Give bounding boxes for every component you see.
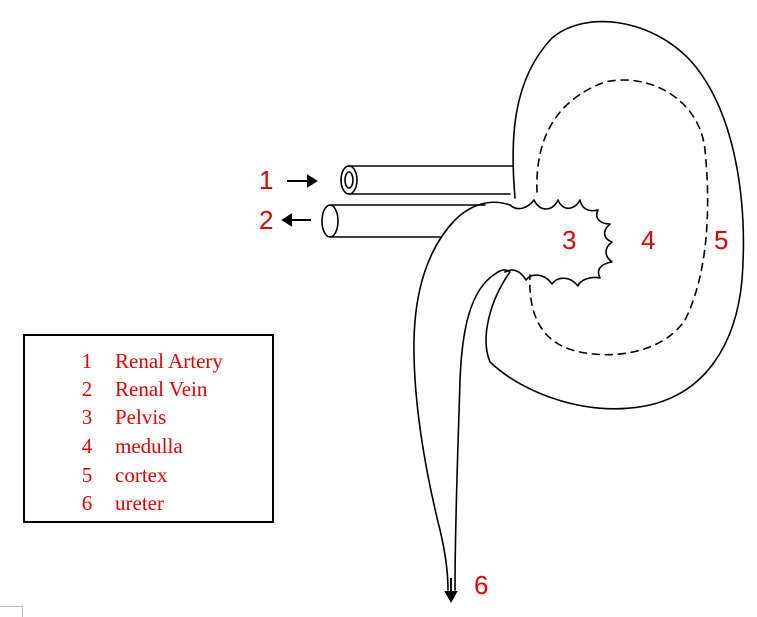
- label-1: 1: [259, 167, 273, 193]
- legend-box: 1 Renal Artery 2 Renal Vein 3 Pelvis 4 m…: [23, 334, 274, 523]
- legend-number: 4: [78, 432, 96, 461]
- label-5: 5: [714, 227, 728, 253]
- renal-vein: [322, 205, 485, 237]
- arrow-right-icon: [287, 176, 316, 186]
- legend-text: Pelvis: [115, 403, 166, 432]
- medulla-boundary: [530, 80, 708, 355]
- legend-text: ureter: [115, 489, 164, 518]
- legend-number: 2: [78, 375, 96, 404]
- label-3: 3: [562, 227, 576, 253]
- legend-number: 1: [78, 347, 96, 376]
- label-4: 4: [641, 227, 655, 253]
- label-2: 2: [259, 207, 273, 233]
- page-corner-mark: [0, 606, 23, 617]
- arrow-left-icon: [283, 215, 311, 225]
- legend-text: cortex: [115, 461, 167, 490]
- legend-number: 3: [78, 403, 96, 432]
- legend-number: 5: [78, 461, 96, 490]
- pelvis-scalloped-border: [505, 200, 612, 286]
- legend-number: 6: [78, 489, 96, 518]
- label-6: 6: [474, 572, 488, 598]
- renal-artery: [341, 166, 513, 194]
- legend-text: Renal Vein: [115, 375, 207, 404]
- legend-text: medulla: [115, 432, 183, 461]
- legend-text: Renal Artery: [115, 347, 223, 376]
- ureter-left-outline: [414, 202, 510, 590]
- kidney-outer-outline: [455, 22, 743, 590]
